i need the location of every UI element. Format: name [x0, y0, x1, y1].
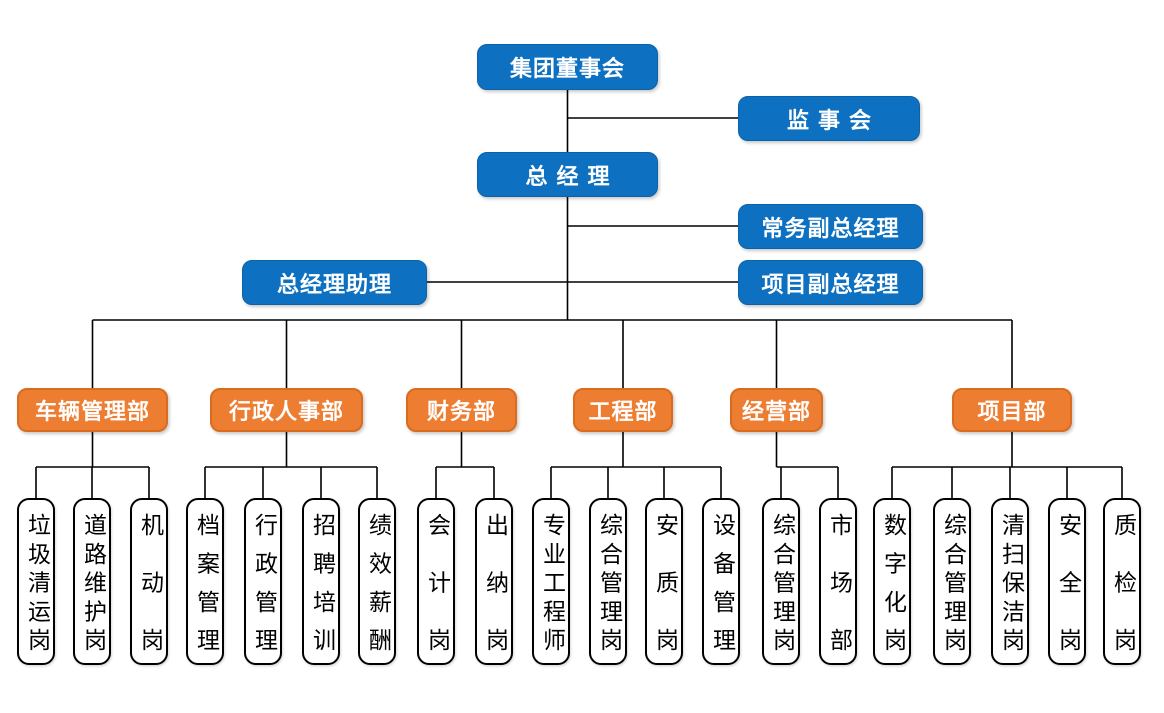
pos-label: 综合管理岗 [939, 512, 966, 651]
pos-cashier: 出纳岗 [475, 498, 513, 665]
pos-label: 道路维护岗 [79, 512, 106, 651]
pos-accounting: 会计岗 [417, 498, 455, 665]
pos-recruit-training: 招聘培训 [302, 498, 340, 665]
pos-cleaning: 清扫保洁岗 [991, 498, 1029, 665]
dept-admin-hr: 行政人事部 [210, 388, 363, 432]
node-supervisory-board: 监事会 [738, 96, 920, 141]
pos-road-maintenance: 道路维护岗 [73, 498, 111, 665]
pos-admin-mgmt: 行政管理 [244, 498, 282, 665]
pos-performance-pay: 绩效薪酬 [358, 498, 396, 665]
dept-vehicle-management: 车辆管理部 [17, 388, 168, 432]
node-board: 集团董事会 [477, 44, 658, 90]
pos-label: 行政管理 [250, 512, 277, 651]
pos-label: 机动岗 [136, 512, 163, 651]
pos-label: 出纳岗 [481, 512, 508, 651]
node-project-deputy-gm: 项目副总经理 [738, 260, 923, 305]
pos-label: 安质岗 [651, 512, 678, 651]
pos-garbage-collection: 垃圾清运岗 [17, 498, 55, 665]
pos-label: 综合管理岗 [595, 512, 622, 651]
pos-digitalization: 数字化岗 [873, 498, 911, 665]
pos-market: 市场部 [819, 498, 857, 665]
pos-safety: 安全岗 [1048, 498, 1086, 665]
pos-equipment-mgmt: 设备管理 [702, 498, 740, 665]
pos-general-mgmt-project: 综合管理岗 [933, 498, 971, 665]
pos-label: 会计岗 [423, 512, 450, 651]
pos-general-mgmt-operations: 综合管理岗 [762, 498, 800, 665]
pos-label: 市场部 [825, 512, 852, 651]
pos-label: 专业工程师 [538, 512, 565, 651]
pos-general-mgmt-engineering: 综合管理岗 [589, 498, 627, 665]
pos-safety-quality: 安质岗 [645, 498, 683, 665]
pos-archives-mgmt: 档案管理 [186, 498, 224, 665]
pos-quality-inspection: 质检岗 [1103, 498, 1141, 665]
pos-label: 档案管理 [192, 512, 219, 651]
pos-professional-engineer: 专业工程师 [532, 498, 570, 665]
pos-label: 综合管理岗 [768, 512, 795, 651]
node-gm-assistant: 总经理助理 [242, 260, 427, 305]
dept-engineering: 工程部 [573, 388, 673, 432]
pos-label: 质检岗 [1109, 512, 1136, 651]
node-executive-deputy-gm: 常务副总经理 [738, 204, 923, 249]
dept-project: 项目部 [952, 388, 1072, 432]
dept-finance: 财务部 [406, 388, 517, 432]
dept-operations: 经营部 [730, 388, 823, 432]
pos-label: 绩效薪酬 [364, 512, 391, 651]
pos-label: 数字化岗 [879, 512, 906, 651]
pos-label: 设备管理 [708, 512, 735, 651]
pos-label: 安全岗 [1054, 512, 1081, 651]
pos-label: 清扫保洁岗 [997, 512, 1024, 651]
pos-label: 垃圾清运岗 [23, 512, 50, 651]
pos-mobile-duty: 机动岗 [130, 498, 168, 665]
node-general-manager: 总经理 [477, 152, 658, 197]
pos-label: 招聘培训 [308, 512, 335, 651]
